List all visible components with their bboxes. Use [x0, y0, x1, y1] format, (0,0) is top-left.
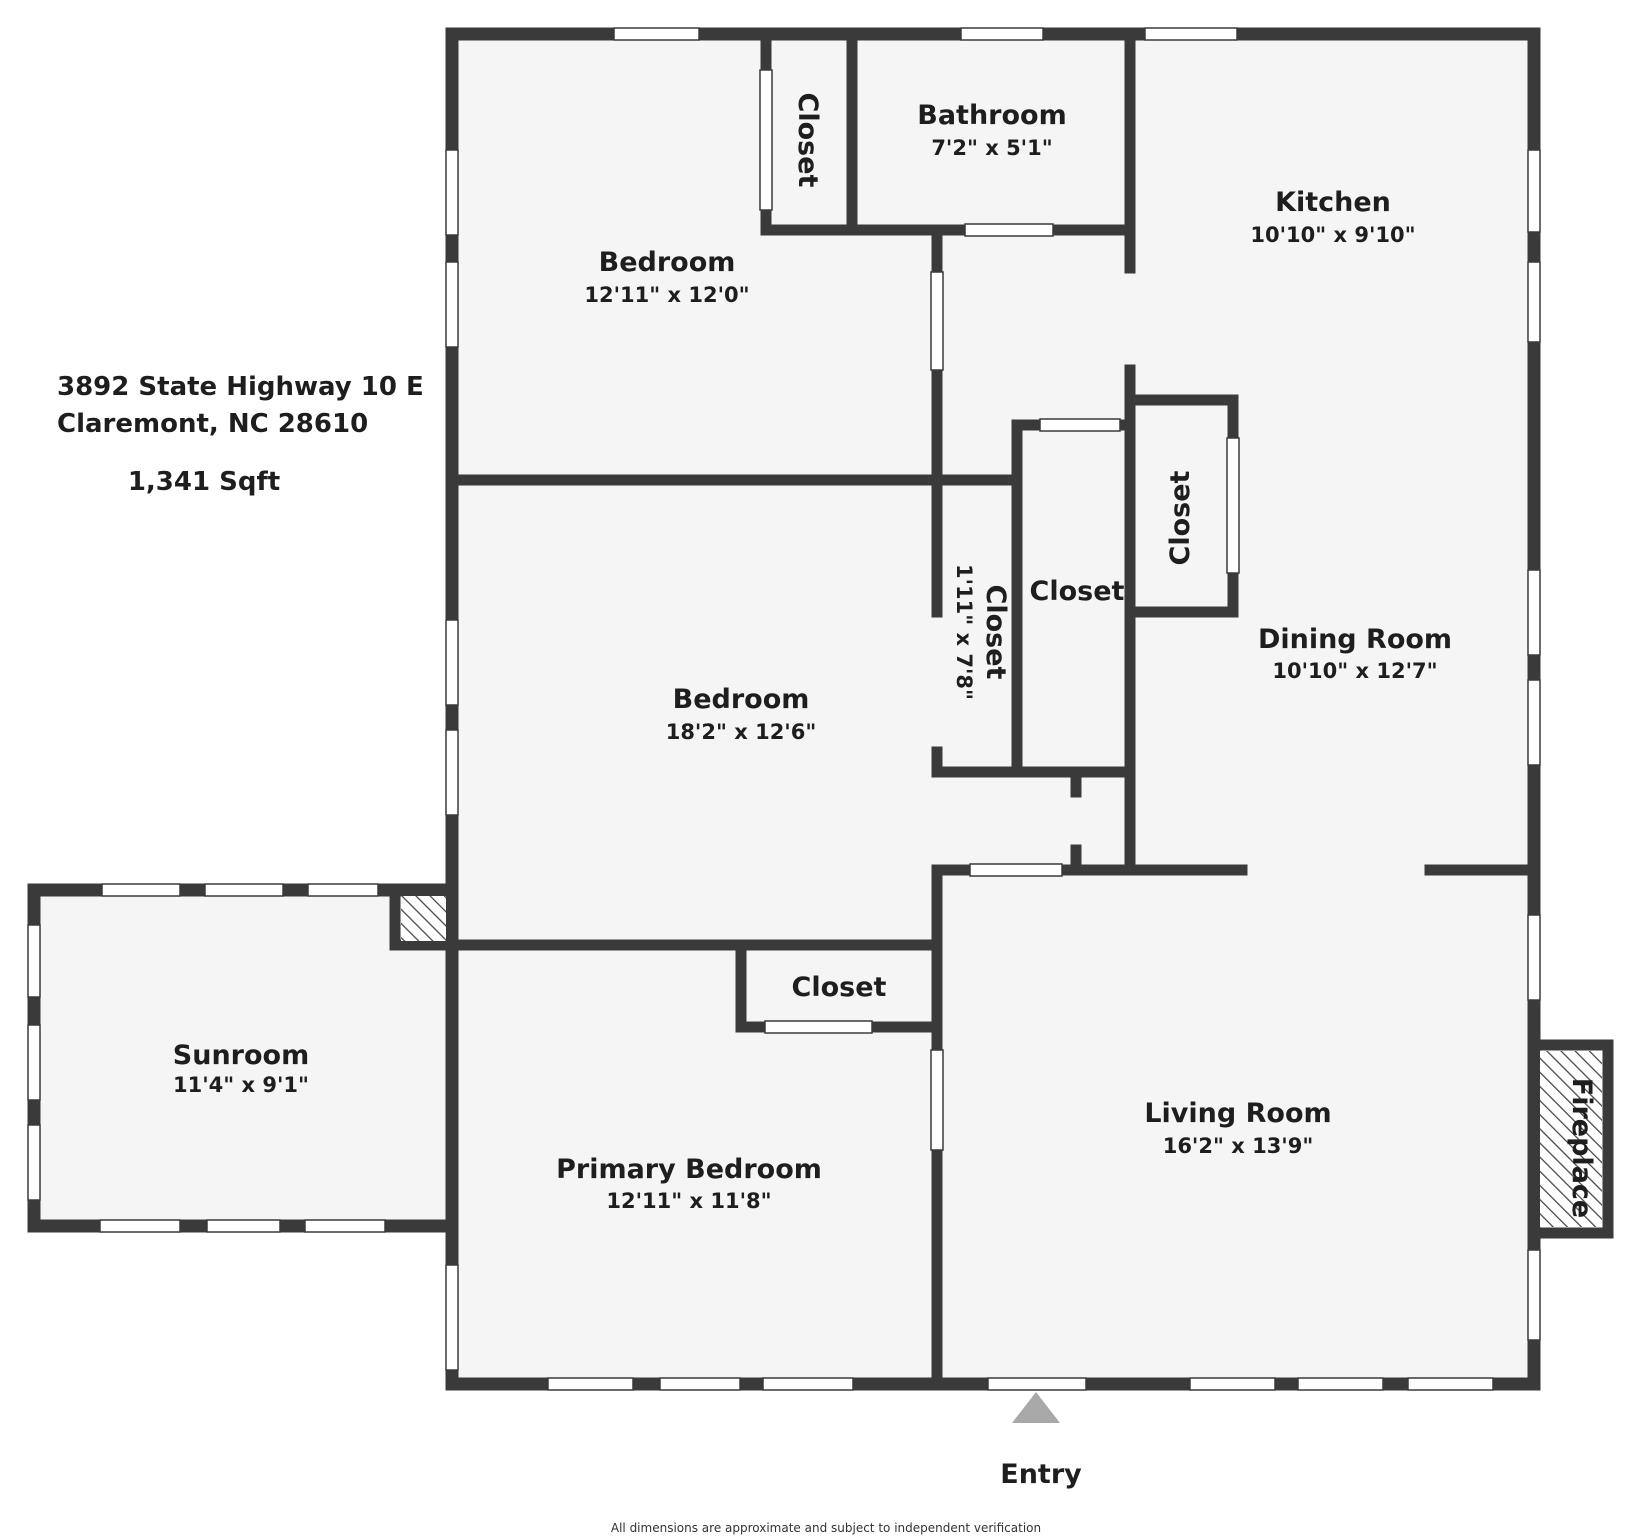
address-line2: Claremont, NC 28610	[57, 409, 368, 439]
fireplace-hatch	[1540, 1051, 1602, 1227]
floor-fills	[34, 34, 1534, 1384]
fireplace-label: Fireplace	[1566, 1078, 1597, 1218]
entry-label: Entry	[1000, 1459, 1082, 1490]
bathroom-dims: 7'2" x 5'1"	[931, 136, 1052, 160]
sunroom-dims: 11'4" x 9'1"	[173, 1073, 309, 1097]
kitchen-dims: 10'10" x 9'10"	[1250, 223, 1415, 247]
primary-dims: 12'11" x 11'8"	[606, 1189, 771, 1213]
bedroom-top-name: Bedroom	[599, 247, 736, 278]
closet-top-label: Closet	[792, 93, 823, 188]
closet-mid-label: Closet	[1030, 576, 1125, 607]
dining-dims: 10'10" x 12'7"	[1272, 659, 1437, 683]
closet-small-label: Closet	[980, 585, 1011, 680]
address-line1: 3892 State Highway 10 E	[57, 372, 424, 402]
dining-name: Dining Room	[1258, 624, 1452, 655]
bedroom-top-dims: 12'11" x 12'0"	[584, 283, 749, 307]
bathroom-name: Bathroom	[917, 100, 1066, 131]
closet-primary-label: Closet	[792, 972, 887, 1003]
entry-arrow-icon	[1012, 1392, 1060, 1423]
primary-name: Primary Bedroom	[556, 1154, 822, 1185]
bedroom-mid-dims: 18'2" x 12'6"	[666, 720, 817, 744]
living-name: Living Room	[1144, 1098, 1331, 1129]
kitchen-name: Kitchen	[1275, 187, 1391, 218]
disclaimer-text: All dimensions are approximate and subje…	[611, 1521, 1041, 1535]
closet-dining-label: Closet	[1165, 470, 1196, 565]
hatched-column	[401, 896, 446, 941]
closet-small-dims: 1'11" x 7'8"	[952, 564, 976, 700]
door-openings	[759, 69, 1240, 1151]
bedroom-mid-name: Bedroom	[673, 684, 810, 715]
sunroom-name: Sunroom	[173, 1040, 309, 1071]
windows	[27, 27, 1541, 1391]
living-dims: 16'2" x 13'9"	[1163, 1134, 1314, 1158]
sqft-label: 1,341 Sqft	[128, 467, 280, 497]
